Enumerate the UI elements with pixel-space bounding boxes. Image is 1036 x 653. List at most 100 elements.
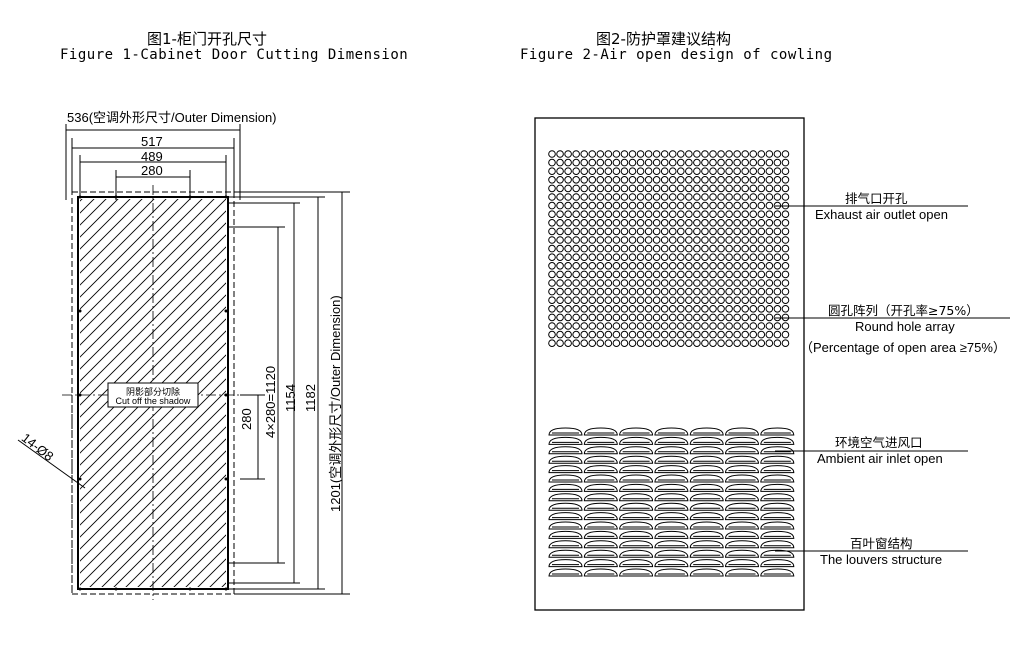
round-hole [749,219,758,227]
round-hole [749,158,758,167]
round-hole [564,236,572,244]
round-hole [733,279,741,287]
round-hole [781,330,790,339]
round-hole [765,236,774,244]
round-hole [564,158,572,167]
round-hole [644,253,653,262]
round-hole [604,296,613,305]
round-hole [677,279,685,287]
round-hole [588,339,597,348]
round-hole [644,296,653,305]
round-hole [701,244,709,253]
round-hole [564,287,572,296]
round-hole [612,287,621,296]
round-hole [572,305,580,313]
round-hole [588,244,597,253]
round-hole [604,167,613,175]
round-hole [685,236,693,244]
round-hole [733,150,741,158]
round-hole [556,253,564,262]
figure1-title-en: Figure 1-Cabinet Door Cutting Dimension [60,47,409,63]
hatch-line [80,438,226,586]
round-hole [757,296,766,305]
round-hole [709,176,717,184]
round-hole [556,219,564,227]
round-hole [660,287,669,296]
round-hole [765,305,774,313]
round-hole [580,227,589,236]
round-hole [709,313,717,322]
round-hole [620,253,629,262]
round-hole [741,236,750,244]
round-hole [693,322,701,330]
round-hole [701,339,709,348]
louver-slot [548,465,583,474]
louver-slot [689,465,724,474]
round-hole [644,330,653,339]
round-hole [660,201,669,210]
round-hole [636,193,645,201]
round-hole [644,158,653,167]
round-hole [765,279,774,287]
round-hole [677,193,685,201]
round-hole [693,150,701,158]
dim-517: 517 [141,134,163,149]
round-hole [685,176,693,184]
round-hole [677,236,685,244]
round-hole [652,236,661,244]
louver-slot [548,483,583,492]
round-hole [668,193,677,201]
round-hole [628,262,637,270]
round-hole [620,201,629,210]
dim-outer-width: 536(空调外形尺寸/Outer Dimension) [67,110,277,125]
round-hole [725,176,733,184]
round-hole [725,339,733,348]
louver-slot [654,483,689,492]
round-hole [572,313,580,322]
round-hole [765,287,774,296]
louver-slot [654,436,689,445]
round-hole [580,193,589,201]
louver-label-zh: 百叶窗结构 [850,536,913,551]
round-hole [701,313,709,322]
round-hole [717,253,725,262]
round-hole [580,330,589,339]
round-hole [765,158,774,167]
round-hole [660,210,669,218]
round-hole [709,296,717,305]
round-hole [733,201,741,210]
round-hole [733,176,741,184]
round-hole [668,279,677,287]
round-hole [677,244,685,253]
round-hole [644,262,653,270]
louver-slot [654,474,689,483]
round-hole [709,253,717,262]
round-hole [644,270,653,279]
round-hole [580,262,589,270]
round-hole [604,244,613,253]
round-label-zh: 圆孔阵列（开孔率≥75%） [828,303,979,318]
round-hole [781,287,790,296]
round-hole [757,210,766,218]
louver-slot [654,465,689,474]
inlet-label-zh: 环境空气进风口 [835,435,923,450]
round-hole [604,184,613,193]
round-hole [620,270,629,279]
exhaust-label-zh: 排气口开孔 [845,191,908,206]
round-hole [749,236,758,244]
louver-slot [760,530,795,539]
round-hole [604,305,613,313]
round-hole [556,279,564,287]
round-hole [668,219,677,227]
louver-slot [583,483,618,492]
round-hole [757,158,766,167]
hatch-line [80,210,226,358]
round-hole [765,270,774,279]
round-hole [596,150,605,158]
round-hole [660,262,669,270]
hatch-line [80,199,167,286]
hatch-line [101,462,226,587]
round-hole [773,236,782,244]
round-hole [733,287,741,296]
